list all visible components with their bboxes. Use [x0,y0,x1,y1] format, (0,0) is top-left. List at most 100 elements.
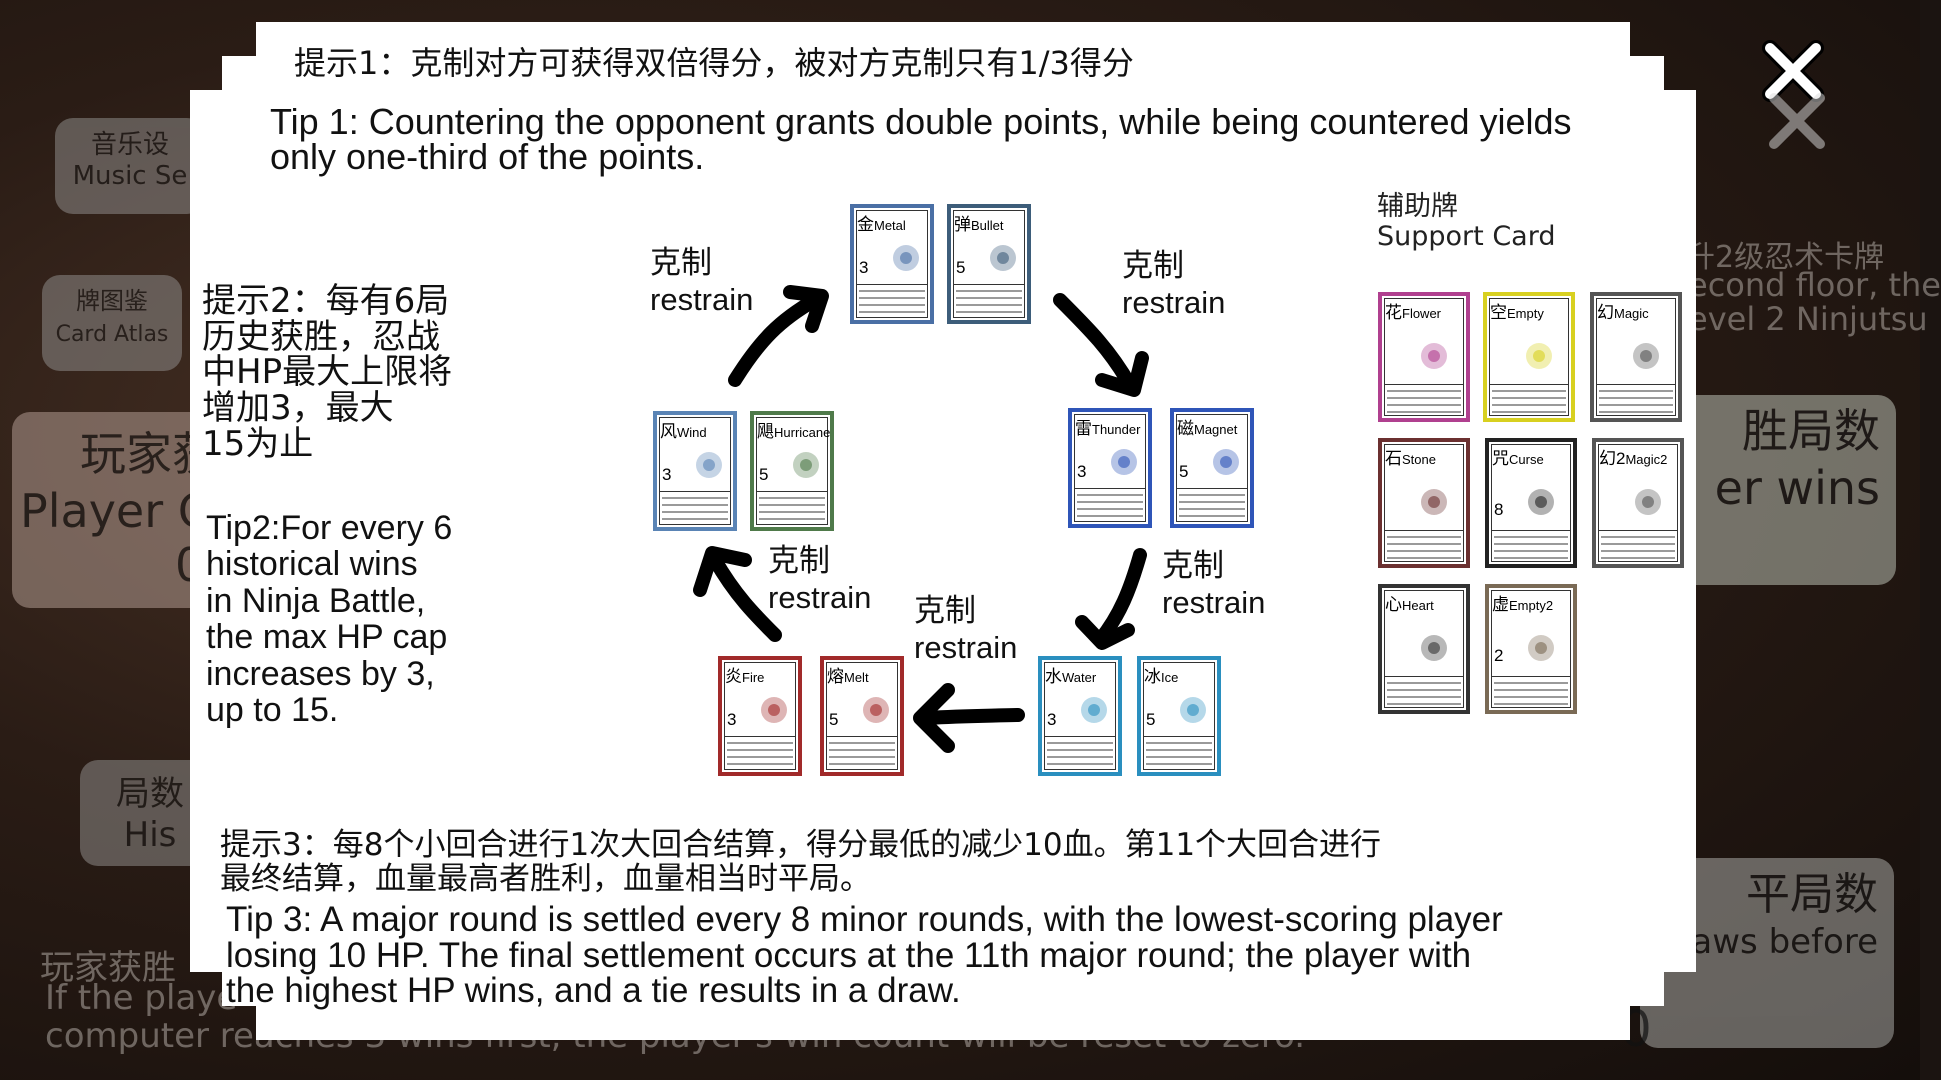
card-art-icon [1111,449,1137,475]
card-wind: 风Wind 3 [653,411,737,531]
card-heart: 心Heart [1378,584,1470,714]
history-cn: 局数 [116,774,184,814]
card-name-en: Thunder [1092,422,1141,437]
card-name-cn: 磁 [1177,419,1194,438]
card-art-icon [696,452,722,478]
card-art-icon [990,245,1016,271]
restrain-label-topright: 克制 restrain [1122,248,1225,321]
card-flower: 花Flower [1378,292,1470,422]
card-frame [1489,298,1569,416]
right-note-cn: 升2级忍术卡牌 [1685,240,1885,275]
card-name-cn: 心 [1385,595,1402,614]
card-art-icon [1633,343,1659,369]
card-description [826,736,898,770]
card-name: 心Heart [1385,590,1434,615]
restrain-cn: 克制 [768,543,830,578]
card-name-en: Melt [844,670,869,685]
card-name-cn: 水 [1045,667,1062,686]
music-settings-cn: 音乐设 [90,130,169,160]
card-frame [1491,444,1571,562]
draws-cn: 平局数 [1746,869,1878,920]
card-description [1598,530,1678,562]
card-name-cn: 雷 [1075,419,1092,438]
card-name-en: Empty [1507,306,1544,321]
card-name: 磁Magnet [1177,414,1237,439]
card-stone: 石Stone [1378,438,1470,568]
card-frame [1384,444,1464,562]
card-art-icon [893,245,919,271]
card-name-en: Water [1062,670,1097,685]
computer-wins-cn: 胜局数 [1742,404,1880,458]
card-frame [1598,444,1678,562]
tip2-cn-line: 提示2：每有6局 [202,281,450,321]
tips-modal: 提示1：克制对方可获得双倍得分，被对方克制只有1/3得分 Tip 1: Coun… [190,22,1696,1040]
tip2-cn: 提示2：每有6局 历史获胜，忍战 中HP最大上限将 增加3，最大 15为止 [202,284,452,462]
card-name-en: Curse [1509,452,1544,467]
close-icon-shadow [1769,93,1825,149]
card-description [1596,384,1676,416]
tip2-en-line: historical wins [206,545,418,584]
card-bullet: 弹Bullet 5 [947,204,1031,324]
card-art-icon [761,697,787,723]
card-frame [659,417,731,525]
tip3-cn-line2: 最终结算，血量最高者胜利，血量相当时平局。 [220,861,871,898]
card-description [1143,736,1215,770]
card-art-icon [1421,635,1447,661]
card-name-cn: 花 [1385,303,1402,322]
card-hurricane: 飓Hurricane 5 [750,411,834,531]
tip1-en: Tip 1: Countering the opponent grants do… [270,104,1572,175]
card-thunder: 雷Thunder 3 [1068,408,1152,528]
card-art-icon [1526,343,1552,369]
card-name-cn: 咒 [1492,449,1509,468]
card-description [1176,488,1248,522]
card-name-en: Wind [677,425,707,440]
card-metal: 金Metal 3 [850,204,934,324]
card-name-en: Bullet [971,218,1004,233]
card-art-icon [1213,449,1239,475]
card-name-cn: 石 [1385,449,1402,468]
bottom-note-cn: 玩家获胜 [40,948,176,988]
card-name-en: Magic2 [1625,452,1668,467]
card-art-icon [1180,697,1206,723]
right-note-en1: econd floor, the [1688,266,1941,304]
card-number: 5 [956,258,966,277]
restrain-label-topleft: 克制 restrain [650,245,753,318]
restrain-label-left: 克制 restrain [768,543,871,616]
card-description [659,491,731,525]
card-number: 8 [1494,500,1504,519]
card-name: 空Empty [1490,298,1544,323]
card-water: 水Water 3 [1038,656,1122,776]
music-settings-button[interactable]: 音乐设 Music Se [55,118,205,214]
card-atlas-button[interactable]: 牌图鉴 Card Atlas [42,275,182,371]
card-name-cn: 冰 [1144,667,1161,686]
card-description [756,491,828,525]
card-number: 5 [759,465,769,484]
card-art-icon [1081,697,1107,723]
computer-wins-en: er wins [1714,461,1880,515]
tip1-cn: 提示1：克制对方可获得双倍得分，被对方克制只有1/3得分 [294,44,1134,82]
card-description [1384,384,1464,416]
card-frame [1176,414,1248,522]
close-button[interactable] [1758,36,1828,154]
card-empty2: 虚Empty2 2 [1485,584,1577,714]
card-frame [856,210,928,318]
card-name-cn: 飓 [757,422,774,441]
tip2-cn-line: 中HP最大上限将 [202,352,453,393]
card-art-icon [863,697,889,723]
tip3-en-line3: the highest HP wins, and a tie results i… [226,971,961,1011]
card-frame [724,662,796,770]
card-description [1074,488,1146,522]
card-description [953,284,1025,318]
card-empty: 空Empty [1483,292,1575,422]
card-frame [826,662,898,770]
card-name: 飓Hurricane [757,417,830,442]
restrain-en: restrain [1122,284,1226,320]
card-name: 幻Magic [1597,298,1649,323]
card-description [724,736,796,770]
tip2-cn-line: 15为止 [202,423,314,464]
card-art-icon [1635,489,1661,515]
card-description [856,284,928,318]
card-number: 3 [1077,462,1087,481]
card-magic: 幻Magic [1590,292,1682,422]
tip1-en-line1: Tip 1: Countering the opponent grants do… [270,101,1572,142]
